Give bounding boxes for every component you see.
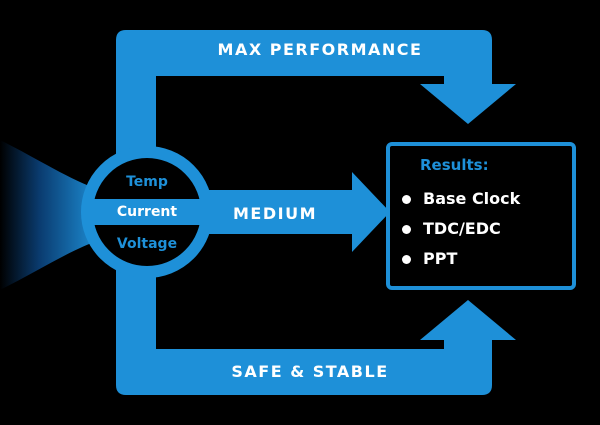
bullet-icon xyxy=(402,194,411,204)
hub-input-temp: Temp xyxy=(126,174,168,190)
results-list: Base Clock TDC/EDC PPT xyxy=(402,184,520,274)
hub-input-current: Current xyxy=(116,204,178,220)
list-item: Base Clock xyxy=(402,184,520,214)
bullet-icon xyxy=(402,224,411,234)
bullet-icon xyxy=(402,254,411,264)
max-performance-label: MAX PERFORMANCE xyxy=(217,40,423,59)
result-item-label: PPT xyxy=(423,249,458,268)
input-beam xyxy=(0,140,100,290)
list-item: PPT xyxy=(402,244,520,274)
medium-arrow xyxy=(190,172,390,252)
safe-stable-label: SAFE & STABLE xyxy=(231,362,389,381)
hub-band xyxy=(90,199,204,225)
safe-stable-arrow xyxy=(116,255,516,395)
results-box: Results: Base Clock TDC/EDC PPT xyxy=(386,142,576,290)
result-item-label: Base Clock xyxy=(423,189,521,208)
results-title: Results: xyxy=(420,156,489,174)
hub-input-voltage: Voltage xyxy=(116,236,178,252)
result-item-label: TDC/EDC xyxy=(423,219,501,238)
list-item: TDC/EDC xyxy=(402,214,520,244)
max-performance-arrow xyxy=(116,30,516,170)
medium-label: MEDIUM xyxy=(233,204,317,223)
